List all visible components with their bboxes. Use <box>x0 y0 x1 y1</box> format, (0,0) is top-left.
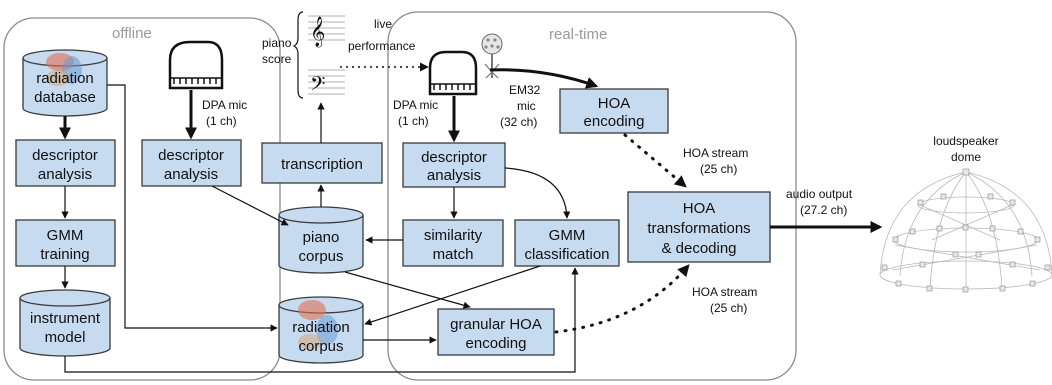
piano-score-label-1: piano <box>262 36 292 50</box>
block-label: similarity <box>424 227 483 244</box>
block-label: descriptor <box>32 147 98 164</box>
hoa-transformations-block: HOA transformations & decoding <box>627 191 771 263</box>
svg-text:𝄞: 𝄞 <box>310 16 325 48</box>
granular-hoa-encoding-block: granular HOA encoding <box>437 308 555 356</box>
offline-region <box>3 17 281 381</box>
microphone-icon <box>481 33 503 79</box>
realtime-region <box>387 11 797 381</box>
offline-region-title: offline <box>112 25 152 42</box>
block-label: model <box>45 329 86 346</box>
block-label: analysis <box>38 166 92 183</box>
realtime-region-title: real-time <box>549 26 607 43</box>
piano-icon <box>428 50 478 96</box>
block-label: classification <box>524 246 609 263</box>
block-label: corpus <box>298 248 343 265</box>
block-label: GMM <box>549 227 586 244</box>
block-label: descriptor <box>421 149 487 166</box>
descriptor-analysis-piano-block: descriptor analysis <box>141 139 242 187</box>
radiation-database-cylinder: radiation database <box>22 49 108 117</box>
block-label: analysis <box>164 166 218 183</box>
dpa-mic-offline-label-1: DPA mic <box>202 98 247 112</box>
radiation-database-label-1: radiation <box>36 70 94 87</box>
audio-output-label-2: (27.2 ch) <box>800 203 847 217</box>
transcription-block: transcription <box>261 142 383 184</box>
hoa-stream-top-label-2: (25 ch) <box>700 162 737 176</box>
em32-label-2: mic <box>517 99 536 113</box>
dpa-mic-offline-label-2: (1 ch) <box>206 114 237 128</box>
hoa-stream-bottom-label-1: HOA stream <box>692 285 757 299</box>
loudspeaker-dome-label-2: dome <box>951 150 981 164</box>
descriptor-analysis-offline-block: descriptor analysis <box>15 139 116 187</box>
live-performance-label-1: live <box>374 17 392 31</box>
hoa-encoding-block: HOA encoding <box>559 88 669 134</box>
block-label: training <box>40 246 89 263</box>
block-label: radiation <box>292 319 350 336</box>
loudspeaker-dome-label-1: loudspeaker <box>933 134 998 148</box>
em32-label-3: (32 ch) <box>500 115 537 129</box>
block-label: GMM <box>47 227 84 244</box>
radiation-corpus-cylinder: radiation corpus <box>278 296 364 364</box>
piano-corpus-cylinder: piano corpus <box>278 206 364 274</box>
block-label: & decoding <box>661 240 736 257</box>
gmm-classification-block: GMM classification <box>514 219 620 267</box>
dpa-mic-live-label-1: DPA mic <box>393 98 438 112</box>
live-performance-label-2: performance <box>348 39 416 53</box>
block-label: granular HOA <box>450 316 542 333</box>
audio-output-label-1: audio output <box>786 187 853 201</box>
block-label: transcription <box>281 156 363 173</box>
gmm-training-block: GMM training <box>15 219 116 267</box>
radiation-database-label-2: database <box>34 89 96 106</box>
similarity-match-block: similarity match <box>402 219 504 267</box>
block-label: HOA <box>683 200 716 217</box>
piano-icon <box>168 40 224 90</box>
block-label: HOA <box>598 95 631 112</box>
block-label: analysis <box>427 167 481 184</box>
block-label: match <box>433 246 474 263</box>
block-label: descriptor <box>158 147 224 164</box>
descriptor-analysis-live-block: descriptor analysis <box>402 142 506 188</box>
svg-text:𝄢: 𝄢 <box>310 72 325 100</box>
dpa-mic-live-label-2: (1 ch) <box>398 114 429 128</box>
block-label: piano <box>303 229 340 246</box>
em32-label-1: EM32 <box>509 83 541 97</box>
block-label: transformations <box>647 220 750 237</box>
block-label: encoding <box>466 335 527 352</box>
piano-score-label-2: score <box>262 52 292 66</box>
music-score-icon: 𝄞 𝄢 <box>292 11 345 100</box>
hoa-stream-top-label-1: HOA stream <box>683 146 748 160</box>
block-label: corpus <box>298 338 343 355</box>
loudspeaker-dome-icon <box>879 168 1052 293</box>
block-label: encoding <box>584 113 645 130</box>
instrument-model-cylinder: instrument model <box>19 289 111 357</box>
block-label: instrument <box>30 310 101 327</box>
hoa-stream-bottom-label-2: (25 ch) <box>710 301 747 315</box>
